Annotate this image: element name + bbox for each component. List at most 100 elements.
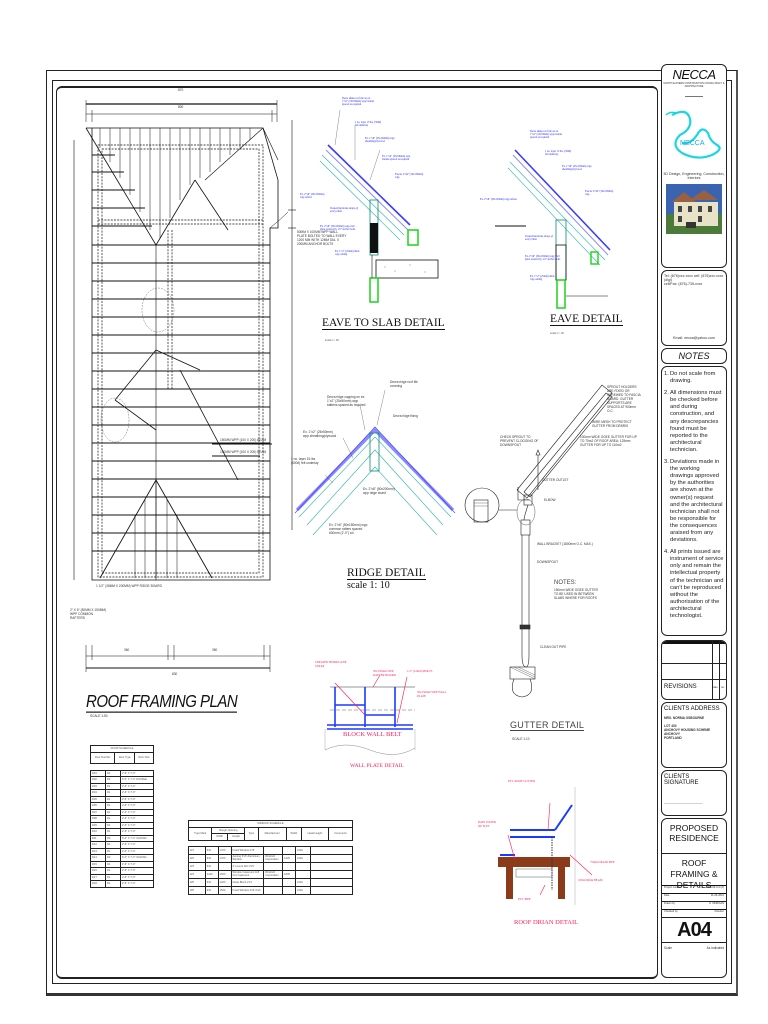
- col-width: Width: [285, 826, 302, 841]
- table-cell: 2130: [294, 845, 311, 855]
- window-schedule: WINDOW SCHEDULE Type Mark Rough Opening …: [187, 820, 354, 895]
- table-cell: [309, 869, 354, 879]
- table-cell: W3: [188, 861, 206, 871]
- table-cell: Fixed Window 3'x5' Arch: [230, 885, 265, 895]
- scale-row: Scale As indicated: [662, 943, 726, 953]
- contact-line-2: cell/Fax: (876)-735-xxxx: [664, 282, 703, 286]
- divider: [685, 96, 703, 97]
- eave-note-8: Ex. 1"/2" (25mm) thick wpp ceiling: [530, 275, 555, 282]
- table-cell: 910: [204, 885, 219, 895]
- project-title: PROPOSED RESIDENCE: [662, 819, 726, 854]
- eave-slab-note-5: Fascia: 2"x6" (50x150mm) wpp: [395, 173, 424, 180]
- col-type-mark: Type Mark: [187, 826, 213, 841]
- wall-plate-note: 50MM X 100MM WPP WALL PLATE BOLTED TO WA…: [297, 230, 347, 246]
- table-cell: 610: [204, 877, 219, 887]
- table-cell: W5: [188, 877, 206, 887]
- gutter-note-cleanout: CLEAN OUT PIPE: [540, 645, 567, 649]
- scale-value: As indicated: [706, 946, 724, 950]
- revisions-panel: REVISIONS date rev: [661, 640, 727, 700]
- table-cell: 2130: [294, 885, 311, 895]
- table-cell: 610: [204, 845, 219, 855]
- table-cell: [309, 853, 354, 863]
- note-item: 1.Do not scale from drawing.: [664, 371, 724, 385]
- client-address-line: ANCHOVY HOUSING SCHEME: [664, 728, 711, 732]
- sheet-number: A04: [662, 918, 726, 943]
- roof-drain-note-pipe: 75mm DRAIN PIPE: [590, 860, 615, 864]
- table-cell: 2'-6" X 7'-0": [120, 867, 154, 875]
- table-cell: [263, 885, 284, 895]
- notes-panel: 1.Do not scale from drawing.2.All dimens…: [661, 366, 727, 636]
- eave-slab-note-6: Treated hurricane straps @ every rafter: [330, 207, 359, 214]
- ridge-note-6: Ex. 2"x8" (50x200mm) wpp ridge board: [363, 487, 395, 495]
- table-cell: 2'-6" X 7'-0": [120, 841, 154, 849]
- ridge-detail: Decra ridge roof tile covering Decra rid…: [285, 375, 460, 595]
- table-cell: 2'-6" X 7'-0": [120, 802, 154, 810]
- roof-drain-note-beam: 100x100mm BEAM: [578, 878, 603, 882]
- gutter-note-downspout: DOWNSPOUT: [537, 560, 559, 564]
- sheet-outer-border: [46, 70, 738, 996]
- table-cell: 1830: [282, 869, 296, 879]
- gutter-drawing: [464, 384, 613, 698]
- ridge-note-5: 1 no. layer 15 lbs (500#) felt underlay: [291, 457, 319, 465]
- table-cell: [309, 885, 354, 895]
- client-name: MRS. NORMA OSBOURNE: [664, 716, 705, 720]
- note-number: 4.: [664, 549, 669, 556]
- col-ro-height: Height: [227, 833, 246, 841]
- wall-plate-detail: TREATED HURRICANE STRAP 50x150mm WPP RAF…: [295, 655, 470, 775]
- client-address-heading: CLIENTS ADDRESS: [664, 706, 720, 712]
- table-cell: [217, 861, 232, 871]
- company-name: NECCA: [672, 67, 716, 82]
- note-text: All dimensions must be checked before an…: [670, 390, 722, 453]
- table-cell: 2'-6" X 7'-0": [120, 795, 154, 803]
- col-door-number: Door Number: [89, 751, 116, 764]
- table-cell: [282, 885, 296, 895]
- signature-line[interactable]: -----------------------------: [664, 800, 703, 805]
- eave-to-slab-detail: Decra shake roof tile on ex. 1"x2" (25x5…: [300, 95, 445, 355]
- eave-slab-note-2: 1 no. layer 15 lbs. (500#) felt underlay: [355, 121, 382, 128]
- table-cell: W2: [188, 853, 206, 863]
- table-cell: 1520: [217, 869, 232, 879]
- roof-plan-title: ROOF FRAMING PLAN: [86, 692, 238, 713]
- wall-plate-note-bolts: 1/2" (12mm) BOLTS: [407, 669, 433, 673]
- ridge-drawing: [294, 389, 456, 536]
- col-head-height: Head Height: [300, 826, 329, 841]
- table-cell: [282, 845, 296, 855]
- table-cell: 2'-6" X 7'-0": [120, 860, 154, 868]
- table-cell: [282, 861, 296, 871]
- client-signature-panel: CLIENTS SIGNATURE ----------------------…: [661, 770, 727, 816]
- table-cell: Windmill Corporation: [263, 869, 284, 879]
- company-panel: NECCA NORTH EASTERN CONSTRUCTION CONSULT…: [661, 64, 727, 268]
- eave-slab-note-3: Ex. 1"x6" (25x150mm) wpp sheathing/plywo…: [365, 137, 395, 144]
- table-cell: [294, 861, 311, 871]
- eave-note-5: Ex. 2"x6" (50x150mm) wpp rafters: [480, 198, 517, 201]
- revisions-date-col: date: [713, 686, 718, 689]
- gutter-note-bracket: WALL BRACKET (1800mm O.C. MAX.): [537, 542, 593, 546]
- info-label: Drawn by: [664, 902, 675, 905]
- col-door-size: Door Size: [134, 751, 154, 764]
- table-cell: 2'-6" X 7'-0": [120, 847, 154, 855]
- gutter-note-mesh: WIRE MESH TO PROTECT GUTTER FROM DEBRIS: [592, 420, 632, 428]
- rev-row-divider: [662, 663, 726, 664]
- col-door-type: Door Type: [114, 751, 136, 764]
- info-label: Date: [664, 894, 670, 897]
- note-item: 3.Deviations made in the working drawing…: [664, 459, 724, 544]
- note-text: Do not scale from drawing.: [670, 371, 716, 385]
- gutter-title: GUTTER DETAIL: [510, 720, 585, 731]
- table-cell: 5'-0" X 7'-0" DOUBLE: [120, 776, 154, 784]
- gutter-notes-heading: NOTES:: [554, 580, 577, 586]
